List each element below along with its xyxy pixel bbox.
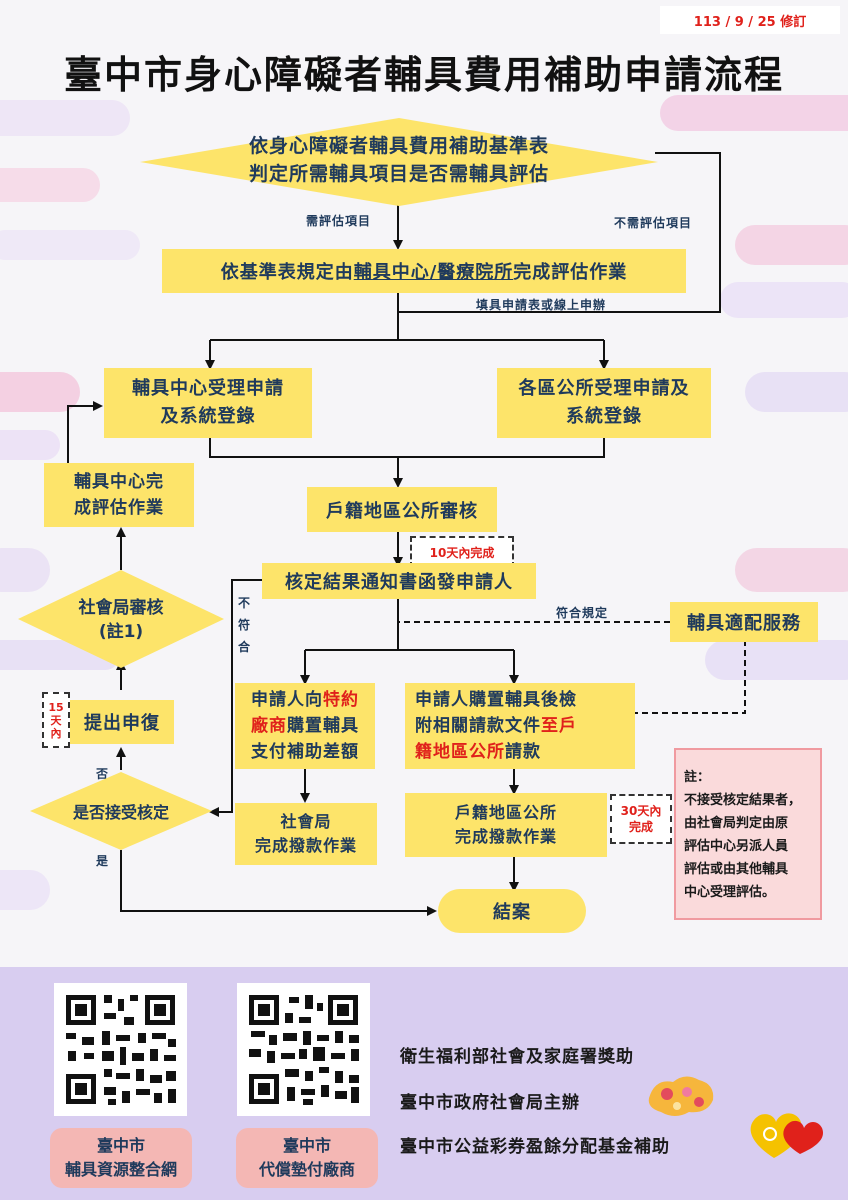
- fifteen-days-tag: 15 天 內: [42, 692, 70, 748]
- vendor-l3: 支付補助差額: [251, 742, 359, 762]
- note-line-3: 評估中心另派人員: [684, 839, 789, 854]
- qr-2-label[interactable]: 臺中市 代償墊付廠商: [236, 1128, 378, 1188]
- thirty-days-line-1: 30天內: [620, 804, 662, 818]
- self-purchase-box: 申請人購置輔具後檢 附相關請款文件至戶 籍地區公所請款: [405, 683, 635, 769]
- qr-1-label-line-2: 輔具資源整合網: [64, 1160, 177, 1179]
- vendor-l2a: 廠商: [251, 716, 287, 736]
- qr-2-label-line-1: 臺中市: [282, 1136, 331, 1155]
- household-review-text: 戶籍地區公所審核: [326, 500, 478, 522]
- note-line-1: 不接受核定結果者，: [684, 793, 802, 808]
- note-title: 註：: [684, 770, 711, 785]
- decision-line-2: 判定所需輔具項目是否需輔具評估: [248, 163, 549, 185]
- qr-2-label-line-2: 代償墊付廠商: [258, 1160, 355, 1179]
- end-box: 結案: [438, 889, 586, 933]
- self-l1: 申請人購置輔具後檢: [415, 690, 577, 710]
- revision-text: 113 / 9 / 25 修訂: [693, 14, 807, 30]
- center-accept-line-1: 輔具中心受理申請: [132, 378, 284, 399]
- self-l2a: 附相關請款文件: [415, 716, 541, 736]
- note-line-5: 中心受理評估。: [684, 885, 776, 900]
- self-l3a: 籍地區公所: [415, 742, 505, 762]
- sponsor-3: 臺中市公益彩券盈餘分配基金補助: [400, 1137, 670, 1157]
- note-line-2: 由社會局判定由原: [684, 816, 789, 831]
- flow-connectors: [67, 152, 746, 916]
- qr-code-1[interactable]: [54, 983, 187, 1116]
- fitting-service-text: 輔具適配服務: [687, 613, 801, 634]
- qr-1-label-line-1: 臺中市: [96, 1136, 145, 1155]
- center-done-box: 輔具中心完 成評估作業: [44, 463, 194, 527]
- center-done-line-1: 輔具中心完: [74, 472, 164, 492]
- bureau-review-diamond: [18, 570, 224, 668]
- decision-diamond-shape: [140, 118, 658, 206]
- lottery-heart-logo: [750, 1113, 824, 1158]
- bureau-pay-line-2: 完成撥款作業: [254, 836, 357, 855]
- note-box: 註： 不接受核定結果者， 由社會局判定由原 評估中心另派人員 評估或由其他輔具 …: [674, 748, 822, 920]
- notice-text: 核定結果通知書函發申請人: [285, 572, 513, 593]
- center-accept-box: 輔具中心受理申請 及系統登錄: [104, 368, 312, 438]
- district-accept-line-1: 各區公所受理申請及: [518, 378, 690, 399]
- qr-code-2[interactable]: [237, 983, 370, 1116]
- accept-decision-text: 是否接受核定: [72, 803, 169, 822]
- qr-1-label[interactable]: 臺中市 輔具資源整合網: [50, 1128, 192, 1188]
- self-l2b: 至戶: [541, 716, 577, 736]
- no-eval-label: 不需評估項目: [614, 216, 693, 230]
- accept-decision-diamond: [30, 772, 212, 850]
- yes-label: 是: [96, 854, 110, 868]
- assessment-box: 依基準表規定由 輔具中心/醫療院所 完成評估作業: [162, 249, 686, 293]
- bureau-pay-box: 社會局 完成撥款作業: [235, 803, 377, 865]
- assess-pre: 依基準表規定由: [220, 262, 354, 283]
- thirty-days-tag: 30天內 完成: [610, 794, 672, 844]
- assess-post: 完成評估作業: [513, 262, 628, 283]
- appeal-text: 提出申復: [84, 713, 160, 734]
- household-review-box: 戶籍地區公所審核: [307, 487, 497, 532]
- end-text: 結案: [493, 902, 531, 923]
- sponsor-2: 臺中市政府社會局主辦: [400, 1093, 580, 1113]
- district-accept-line-2: 系統登錄: [566, 406, 642, 427]
- district-pay-line-1: 戶籍地區公所: [454, 803, 557, 822]
- district-pay-box: 戶籍地區公所 完成撥款作業: [405, 793, 607, 857]
- taichung-bureau-logo: [648, 1076, 714, 1116]
- page-title: 臺中市身心障礙者輔具費用補助申請流程: [63, 53, 784, 97]
- match-label: 符合規定: [556, 606, 609, 620]
- bureau-review-line-2: (註1): [98, 622, 144, 642]
- fifteen-days-num: 15: [48, 700, 64, 714]
- appeal-box: 提出申復: [70, 700, 174, 744]
- decision-line-1: 依身心障礙者輔具費用補助基準表: [248, 135, 549, 157]
- no-label: 否: [96, 767, 110, 781]
- need-eval-label: 需評估項目: [306, 214, 372, 228]
- note-line-4: 評估或由其他輔具: [684, 862, 789, 877]
- vendor-purchase-box: 申請人向特約 廠商購置輔具 支付補助差額: [235, 683, 375, 769]
- bureau-review-text: 社會局審核 (註1): [48, 596, 194, 644]
- mismatch-label: 不 符 合: [238, 592, 251, 658]
- ten-days-text: 10天內完成: [429, 545, 495, 560]
- fifteen-days-unit: 天: [50, 713, 62, 727]
- qr-pattern-2: [249, 995, 359, 1105]
- revision-tag: 113 / 9 / 25 修訂: [660, 6, 840, 34]
- notice-box: 核定結果通知書函發申請人: [262, 563, 536, 599]
- assess-under: 輔具中心/醫療院所: [353, 262, 514, 283]
- vendor-l1b: 特約: [323, 690, 359, 710]
- district-accept-box: 各區公所受理申請及 系統登錄: [497, 368, 711, 438]
- fitting-service-box: 輔具適配服務: [670, 602, 818, 642]
- center-done-line-2: 成評估作業: [74, 498, 164, 518]
- vendor-l1a: 申請人向: [251, 690, 323, 710]
- vendor-l2b: 購置輔具: [287, 716, 359, 736]
- bureau-pay-line-1: 社會局: [280, 812, 332, 831]
- fifteen-days-within: 內: [50, 726, 62, 740]
- center-accept-line-2: 及系統登錄: [160, 406, 256, 427]
- mismatch-char-2: 符: [238, 618, 252, 632]
- bureau-review-line-1: 社會局審核: [78, 598, 164, 618]
- mismatch-char-1: 不: [238, 596, 252, 610]
- qr-pattern-1: [66, 995, 176, 1105]
- district-pay-line-2: 完成撥款作業: [454, 827, 557, 846]
- self-l3b: 請款: [505, 742, 541, 762]
- decision-top-text: 依身心障礙者輔具費用補助基準表 判定所需輔具項目是否需輔具評估: [190, 132, 608, 188]
- thirty-days-line-2: 完成: [628, 820, 653, 834]
- fill-form-label: 填具申請表或線上申辦: [476, 298, 607, 312]
- mismatch-char-3: 合: [238, 640, 252, 654]
- sponsor-1: 衛生福利部社會及家庭署獎助: [400, 1047, 634, 1067]
